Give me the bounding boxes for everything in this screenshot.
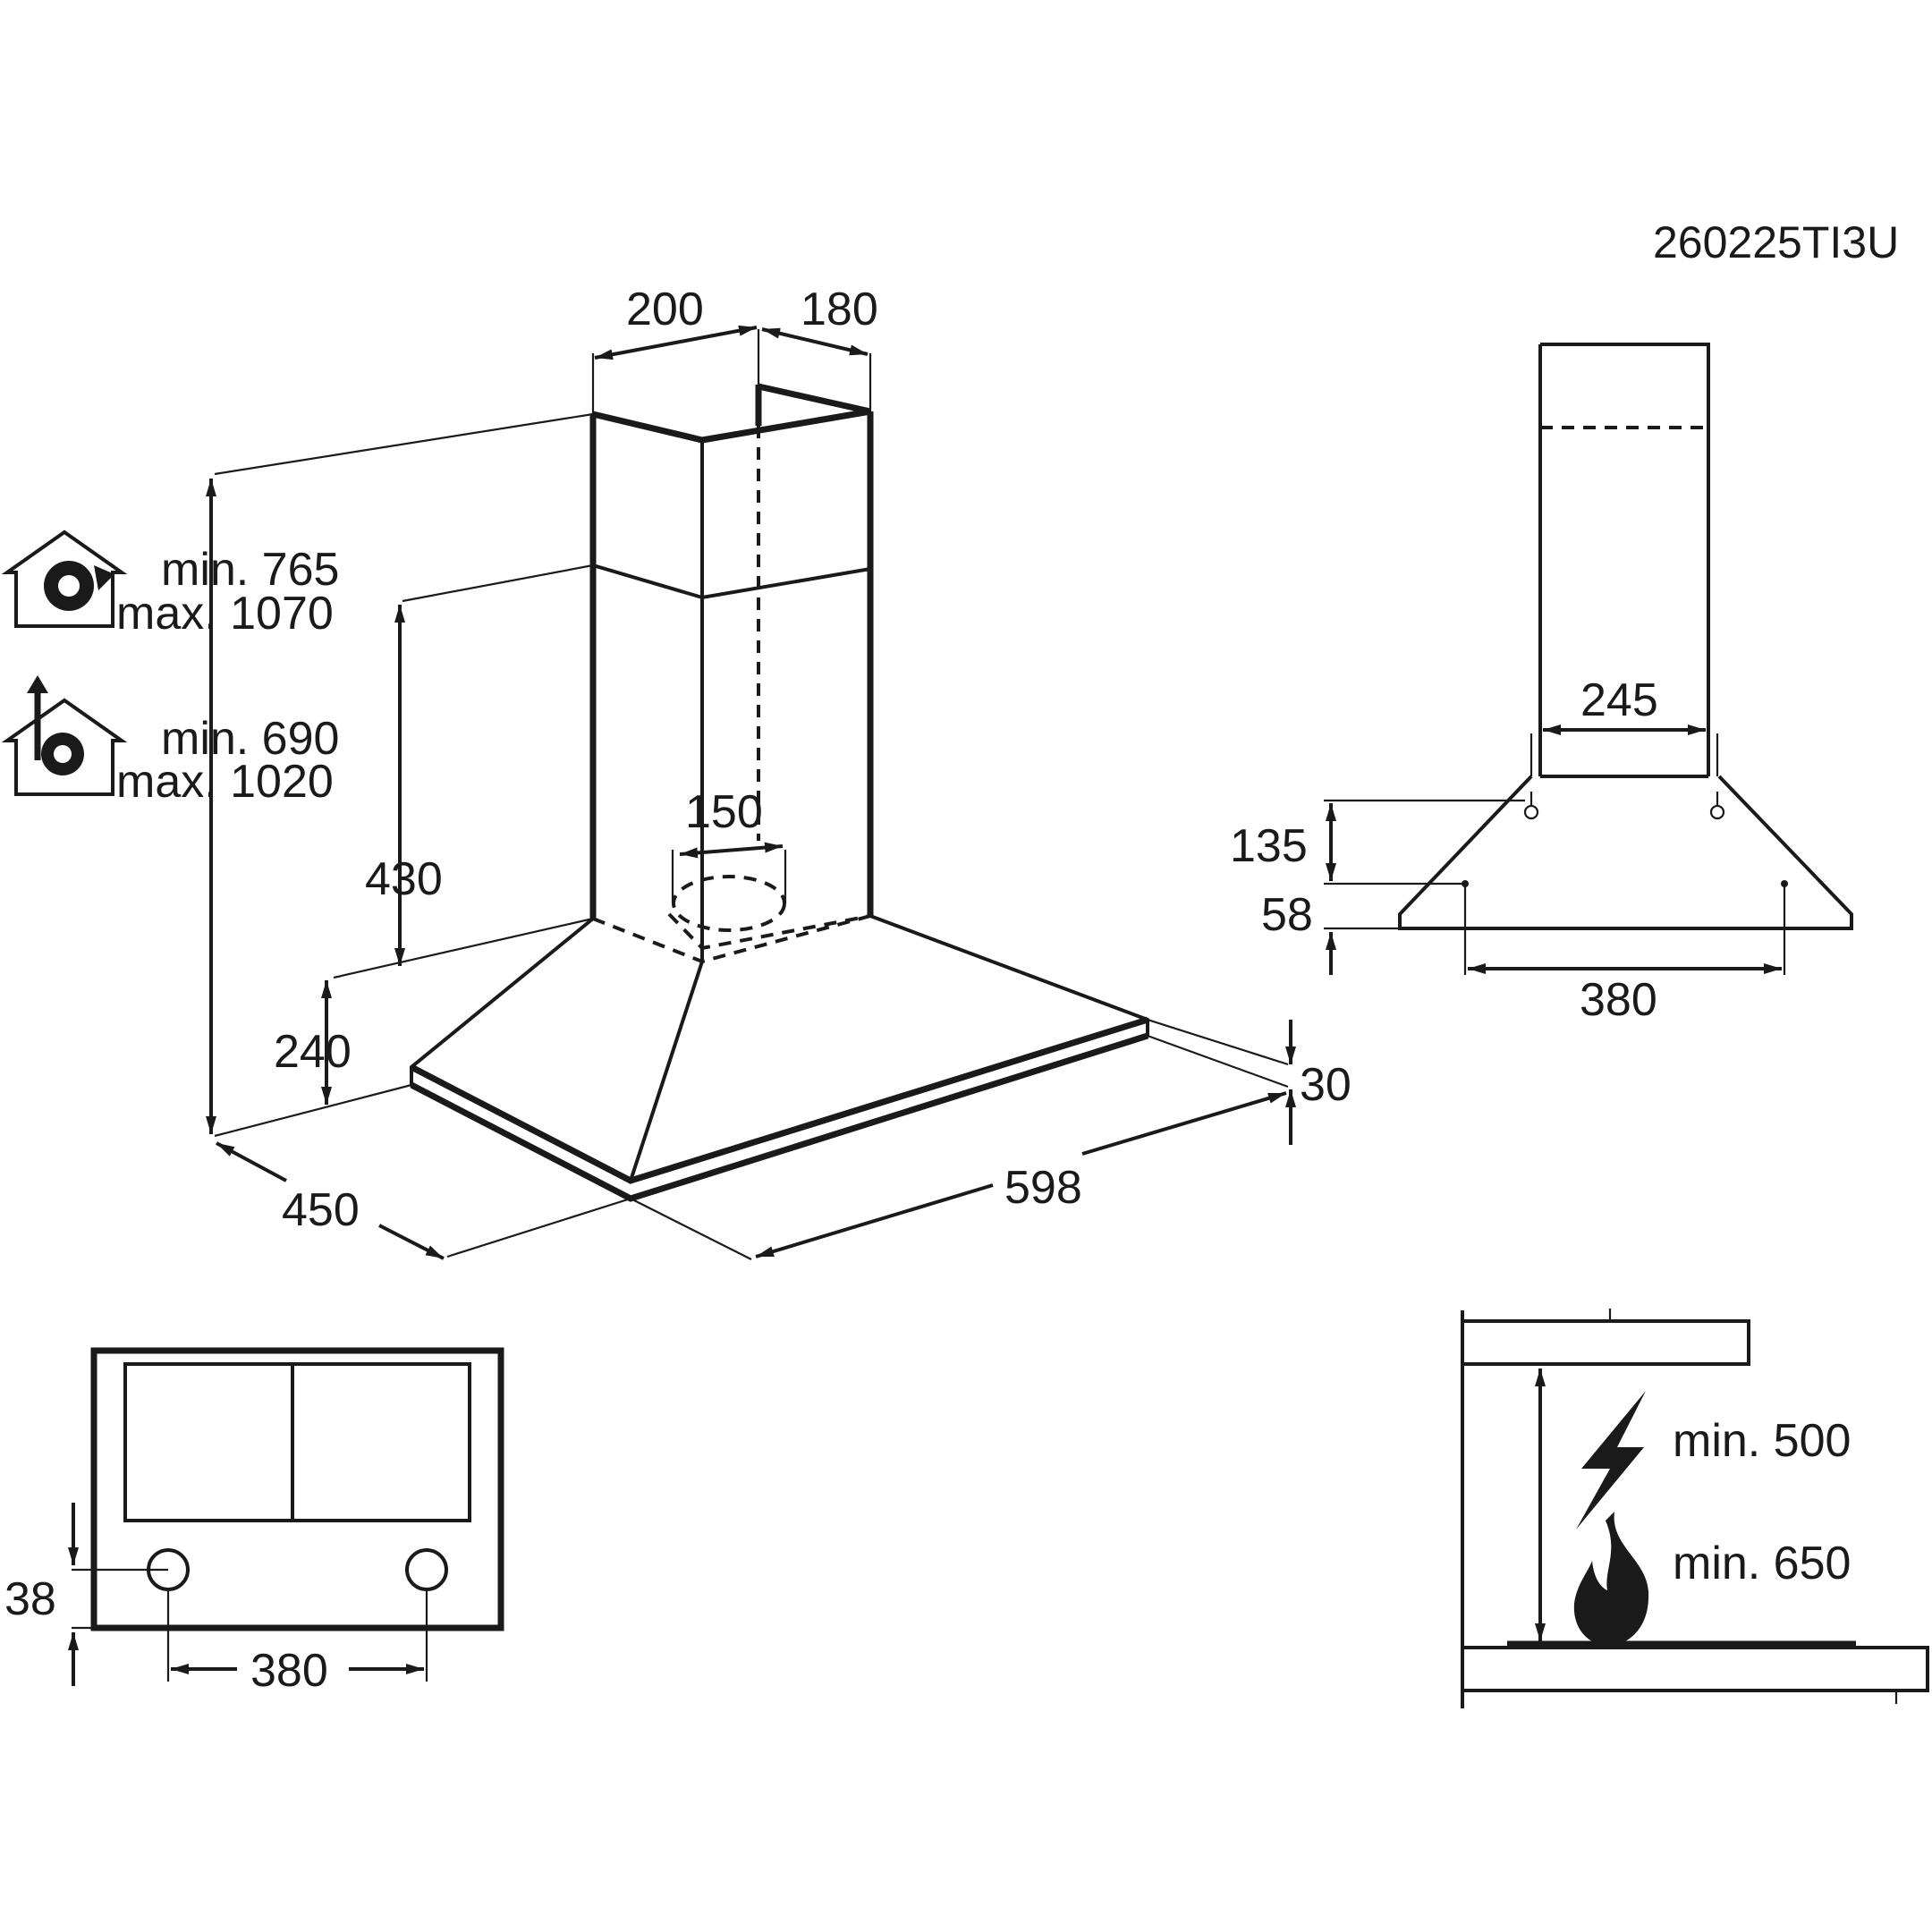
dim-bottom-38: 38	[4, 1573, 56, 1625]
side-view: 245 135 58 380	[1230, 343, 1853, 1026]
dim-side-58: 58	[1261, 889, 1313, 941]
side-canopy	[1398, 775, 1853, 930]
dim-bottom-380: 380	[250, 1645, 328, 1697]
dim-chimney-outlet: 150	[685, 786, 763, 838]
extraction-min: min. 765	[161, 544, 339, 596]
dim-side-135: 135	[1230, 820, 1308, 872]
main-hood-view: 200 180 150 430 240 30 450 598	[1, 284, 1352, 1260]
bottom-outline	[90, 1347, 504, 1631]
fan-extraction-house-icon	[1, 530, 128, 628]
bottom-view: 38 380	[4, 1347, 504, 1697]
flame-icon	[1573, 1512, 1649, 1646]
extraction-max: max. 1070	[116, 588, 334, 640]
dim-depth-450: 450	[282, 1184, 360, 1236]
mount-hole-right	[405, 1548, 448, 1591]
fan-recirculation-house-icon	[1, 675, 128, 796]
dim-height-240: 240	[274, 1026, 352, 1078]
clearance-view: min. 500 min. 650	[1461, 1309, 1929, 1708]
dim-width-top: 200	[626, 284, 704, 335]
dim-thickness-30: 30	[1300, 1059, 1352, 1111]
dim-side-380: 380	[1580, 974, 1657, 1026]
clearance-gas: min. 650	[1673, 1538, 1851, 1589]
side-chimney	[1538, 343, 1710, 776]
recirculation-max: max. 1020	[116, 756, 334, 808]
dim-depth-top: 180	[801, 284, 878, 335]
hood-profile	[1461, 1319, 1750, 1366]
model-code: 260225TI3U	[1653, 217, 1899, 267]
lightning-icon	[1576, 1391, 1646, 1530]
recirculation-min: min. 690	[161, 713, 339, 765]
chimney-outline	[589, 383, 874, 919]
cooktop-profile	[1461, 1646, 1929, 1692]
dim-width-598: 598	[1004, 1162, 1082, 1214]
clearance-electric: min. 500	[1673, 1415, 1851, 1467]
dim-height-430: 430	[365, 853, 443, 905]
dim-side-245: 245	[1580, 674, 1658, 726]
filter-panel	[123, 1362, 471, 1522]
outlet-ellipse	[672, 875, 786, 932]
